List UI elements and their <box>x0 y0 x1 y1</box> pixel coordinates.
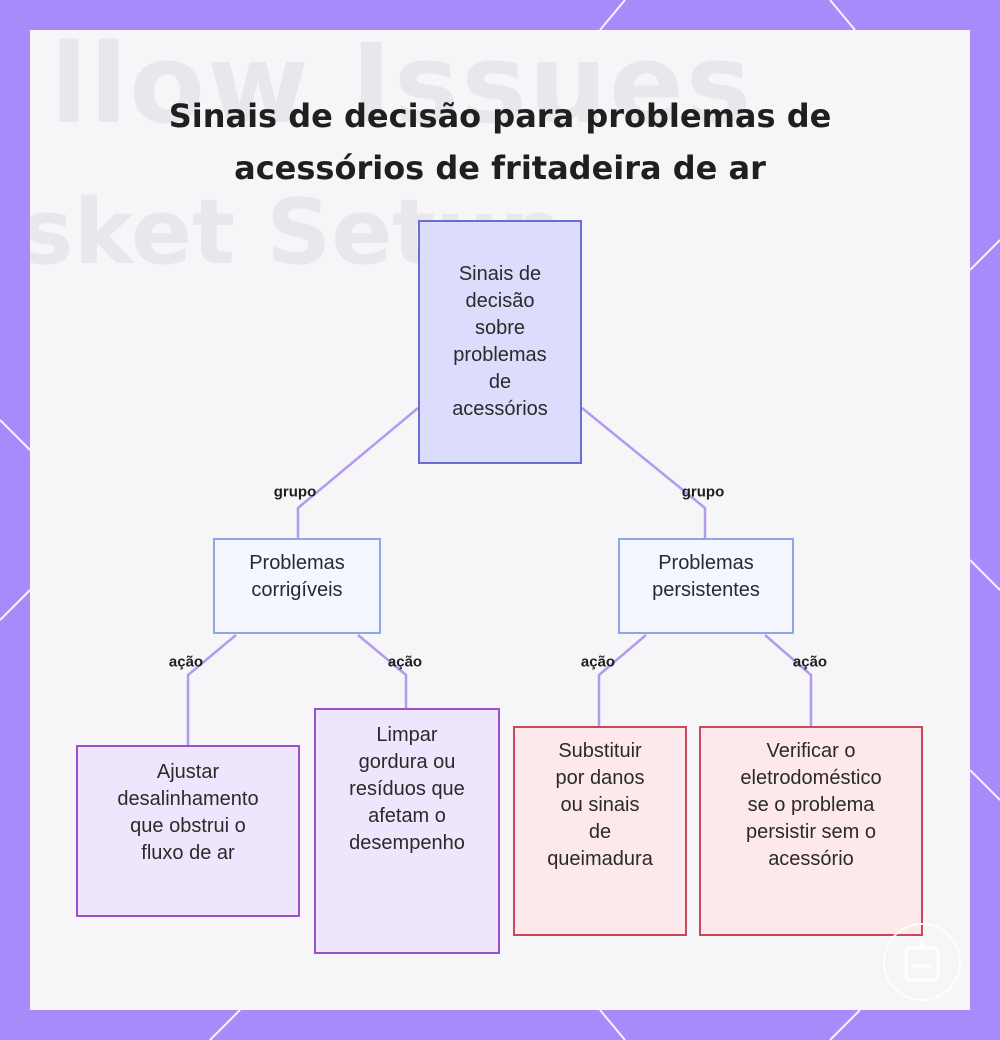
node-clean-grease: Limpar gordura ou resíduos que afetam o … <box>314 708 500 954</box>
node-clean-label: Limpar gordura ou resíduos que afetam o … <box>349 724 465 854</box>
edge-root-fixable <box>296 407 419 540</box>
node-persistent-label: Problemas persistentes <box>652 552 760 601</box>
node-root-label: Sinais de decisão sobre problemas de ace… <box>452 263 548 420</box>
basket-logo-icon <box>883 923 961 1001</box>
edge-persistent-verify <box>764 634 813 728</box>
edge-label-action-2: ação <box>387 653 423 671</box>
background-watermark: llow Issues sket Setup <box>30 30 970 330</box>
diagram-edges <box>186 407 813 747</box>
title-line-1: Sinais de decisão para problemas de <box>168 97 832 135</box>
edge-label-action-3: ação <box>580 653 616 671</box>
edge-persistent-replace <box>597 634 647 728</box>
edge-label-action-4: ação <box>792 653 828 671</box>
edge-fixable-adjust <box>186 634 237 747</box>
node-verify-appliance: Verificar o eletrodoméstico se o problem… <box>699 726 923 936</box>
edge-label-group-right: grupo <box>681 483 725 501</box>
node-replace-damage: Substituir por danos ou sinais de queima… <box>513 726 687 936</box>
edge-label-action-1: ação <box>168 653 204 671</box>
node-root: Sinais de decisão sobre problemas de ace… <box>418 220 582 464</box>
node-replace-label: Substituir por danos ou sinais de queima… <box>547 740 653 870</box>
diagram-panel: llow Issues sket Setup Sinais de decisão… <box>30 30 970 1010</box>
node-adjust-label: Ajustar desalinhamento que obstrui o flu… <box>117 761 259 864</box>
watermark-line-1: llow Issues <box>50 30 754 148</box>
node-persistent-problems: Problemas persistentes <box>618 538 794 634</box>
edge-fixable-clean <box>357 634 408 710</box>
node-verify-label: Verificar o eletrodoméstico se o problem… <box>740 740 882 870</box>
title-line-2: acessórios de fritadeira de ar <box>234 149 766 187</box>
node-adjust-misalignment: Ajustar desalinhamento que obstrui o flu… <box>76 745 300 917</box>
edge-root-persistent <box>581 407 707 540</box>
diagram-title: Sinais de decisão para problemas de aces… <box>30 90 970 194</box>
node-fixable-label: Problemas corrigíveis <box>249 552 345 601</box>
node-fixable-problems: Problemas corrigíveis <box>213 538 381 634</box>
edge-label-group-left: grupo <box>273 483 317 501</box>
